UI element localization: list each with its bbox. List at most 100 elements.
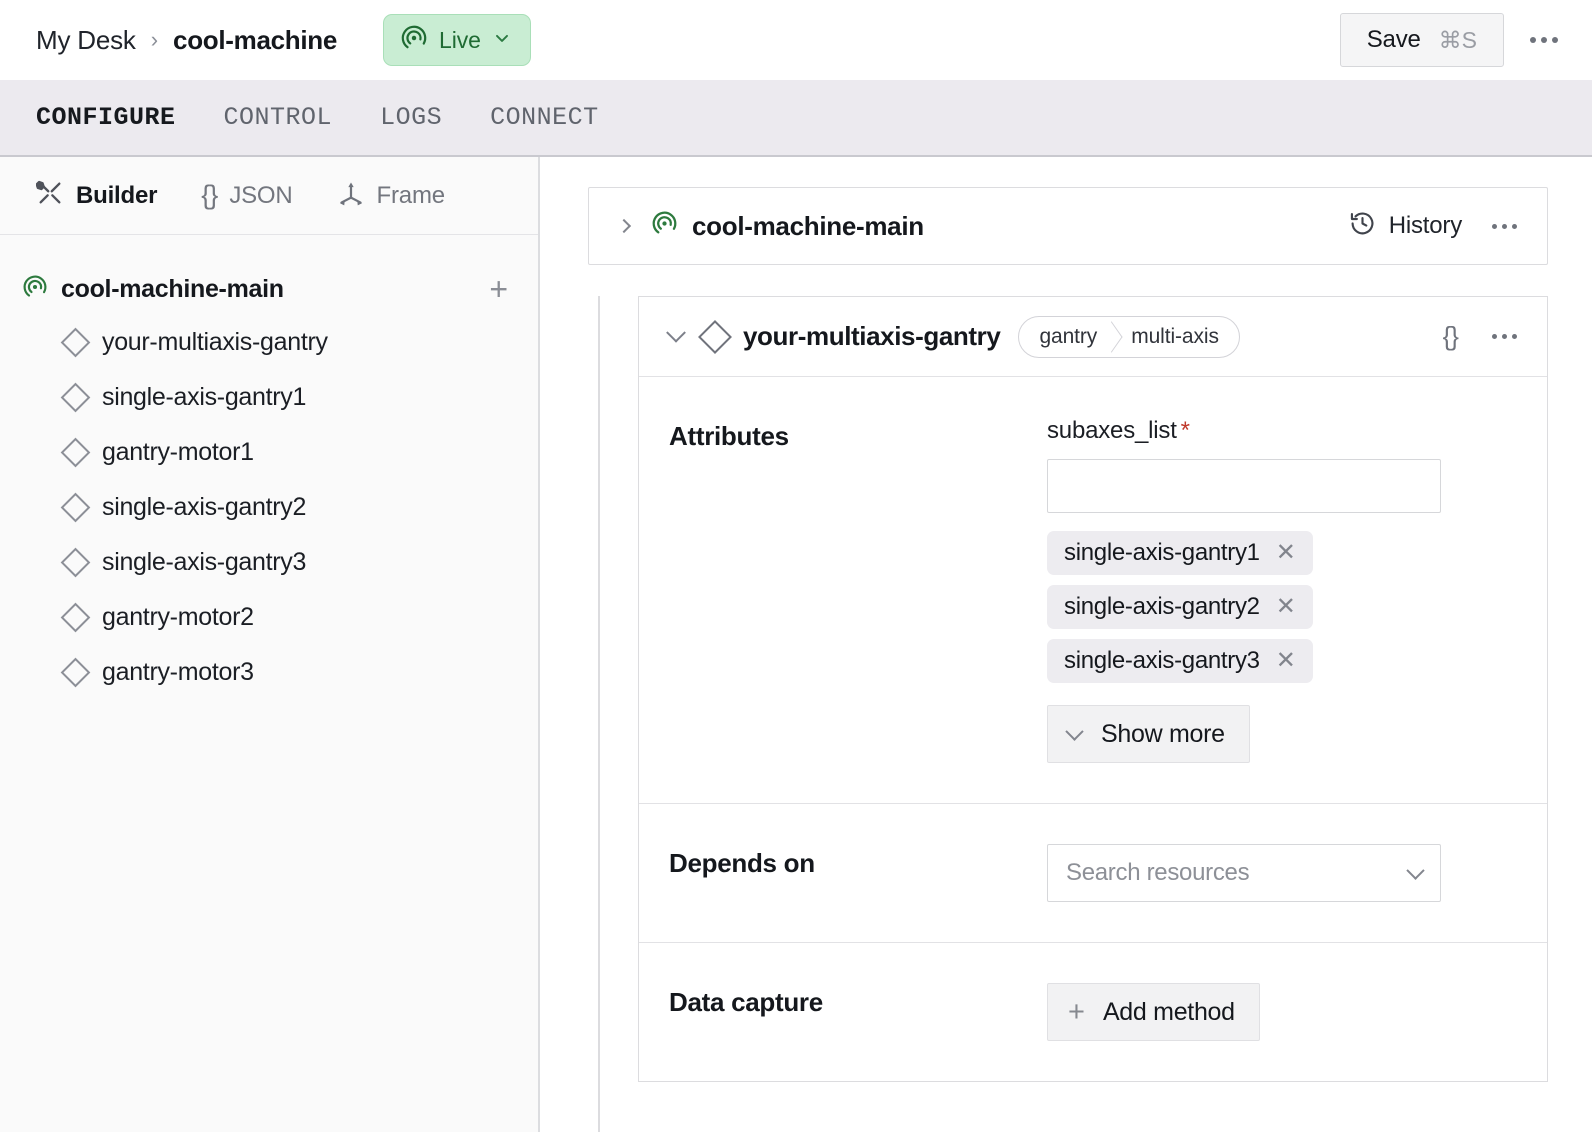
resource-card-your-multiaxis-gantry: your-multiaxis-gantry gantry multi-axis … [638,296,1548,1082]
machine-header-card: cool-machine-main History [588,187,1548,265]
search-resources-select[interactable]: Search resources [1047,844,1441,902]
machine-title: cool-machine-main [692,210,924,241]
resource-tree: cool-machine-main + your-multiaxis-gantr… [0,235,538,700]
mode-frame[interactable]: Frame [337,179,445,212]
diamond-icon [60,382,91,413]
left-sidebar: Builder {} JSON Frame [0,157,540,1132]
tree-item-gantry-motor2[interactable]: gantry-motor2 [0,590,538,645]
chevron-down-icon [492,28,512,53]
diamond-icon [60,492,91,523]
braces-icon: {} [201,180,218,210]
add-method-button[interactable]: + Add method [1047,983,1260,1041]
tree-item-label: gantry-motor3 [102,658,254,686]
show-more-button[interactable]: Show more [1047,705,1250,763]
tab-connect[interactable]: CONNECT [490,103,599,132]
chip-remove-icon[interactable]: ✕ [1275,593,1296,620]
resource-title: your-multiaxis-gantry [743,321,1001,351]
history-button[interactable]: History [1349,210,1462,242]
tools-icon [35,179,64,212]
save-button-label: Save [1366,26,1421,53]
tree-item-single-axis-gantry1[interactable]: single-axis-gantry1 [0,370,538,425]
more-options-icon[interactable] [1484,324,1525,349]
attributes-body: subaxes_list* single-axis-gantry1 ✕ sing… [1047,417,1517,763]
resource-type-secondary: multi-axis [1131,324,1219,348]
top-bar: My Desk › cool-machine Live Save ⌘S [0,0,1592,80]
subaxes-list-input[interactable] [1047,459,1441,513]
diamond-icon [698,319,732,354]
mode-builder-label: Builder [76,181,158,209]
required-marker: * [1180,417,1190,444]
chevron-right-icon[interactable] [616,218,632,234]
chip-single-axis-gantry3: single-axis-gantry3 ✕ [1047,639,1313,683]
chevron-down-icon [1406,860,1425,880]
diamond-icon [60,657,91,688]
breadcrumb-root[interactable]: My Desk [36,24,136,55]
signal-icon [651,210,678,242]
mode-json[interactable]: {} JSON [201,180,292,211]
attributes-row: Attributes subaxes_list* single-axis-gan… [639,377,1547,804]
chip-single-axis-gantry1: single-axis-gantry1 ✕ [1047,531,1313,575]
chevron-down-icon[interactable] [666,322,686,343]
mode-builder[interactable]: Builder [35,179,158,212]
live-status-dropdown[interactable]: Live [383,14,531,66]
diamond-icon [60,547,91,578]
top-bar-actions: Save ⌘S [1339,13,1566,67]
chevron-down-icon [1065,721,1084,741]
data-capture-body: + Add method [1047,983,1517,1041]
chip-label: single-axis-gantry2 [1064,593,1260,620]
chip-remove-icon[interactable]: ✕ [1275,539,1296,566]
axes-icon [337,179,365,212]
editor-mode-switcher: Builder {} JSON Frame [0,157,538,235]
history-label: History [1388,212,1462,239]
tab-control[interactable]: CONTROL [223,103,333,132]
tree-item-label: gantry-motor2 [102,603,254,631]
chip-label: single-axis-gantry3 [1064,647,1260,674]
breadcrumb-separator-icon: › [150,27,159,52]
tree-root-cool-machine-main[interactable]: cool-machine-main + [0,263,538,315]
resource-type-primary: gantry [1039,324,1098,348]
content-area: Builder {} JSON Frame [0,157,1592,1132]
show-more-label: Show more [1101,719,1225,748]
more-options-icon[interactable] [1484,214,1525,239]
add-resource-icon[interactable]: + [489,271,508,307]
diamond-icon [60,327,91,358]
tab-configure[interactable]: CONFIGURE [36,103,176,132]
tree-item-gantry-motor3[interactable]: gantry-motor3 [0,645,538,700]
main-tab-bar: CONFIGURE CONTROL LOGS CONNECT [0,80,1592,157]
resource-type-pill[interactable]: gantry multi-axis [1018,315,1240,358]
tree-item-label: gantry-motor1 [102,438,254,466]
more-options-icon[interactable] [1522,27,1566,53]
tree-item-label: single-axis-gantry3 [102,548,307,576]
braces-icon[interactable]: {} [1442,321,1459,351]
tree-item-your-multiaxis-gantry[interactable]: your-multiaxis-gantry [0,315,538,370]
subaxes-chip-list: single-axis-gantry1 ✕ single-axis-gantry… [1047,531,1517,683]
tree-item-label: your-multiaxis-gantry [102,328,328,356]
machine-card-actions: History [1349,210,1525,242]
depends-on-row: Depends on Search resources [639,804,1547,943]
save-shortcut-label: ⌘S [1438,26,1477,53]
attributes-section-label: Attributes [669,421,789,451]
data-capture-section-label: Data capture [669,987,823,1017]
main-panel: cool-machine-main History [540,157,1592,1132]
chip-remove-icon[interactable]: ✕ [1275,647,1296,674]
tree-item-gantry-motor1[interactable]: gantry-motor1 [0,425,538,480]
tab-logs[interactable]: LOGS [380,103,443,132]
data-capture-row: Data capture + Add method [639,943,1547,1081]
tree-item-label: single-axis-gantry2 [102,493,307,521]
tree-root-label: cool-machine-main [61,274,284,303]
diamond-icon [60,602,91,633]
signal-icon [400,24,428,57]
breadcrumb-current: cool-machine [173,24,338,55]
diamond-icon [60,437,91,468]
mode-json-label: JSON [229,181,293,209]
depends-on-section-label: Depends on [669,848,815,878]
history-icon [1349,210,1376,242]
mode-frame-label: Frame [376,181,446,209]
tree-item-label: single-axis-gantry1 [102,383,307,411]
tree-item-single-axis-gantry2[interactable]: single-axis-gantry2 [0,480,538,535]
subaxes-list-label-text: subaxes_list [1047,417,1177,444]
tree-item-single-axis-gantry3[interactable]: single-axis-gantry3 [0,535,538,590]
live-status-label: Live [439,26,481,53]
resource-card-actions: {} [1443,321,1525,352]
save-button[interactable]: Save ⌘S [1339,13,1504,67]
